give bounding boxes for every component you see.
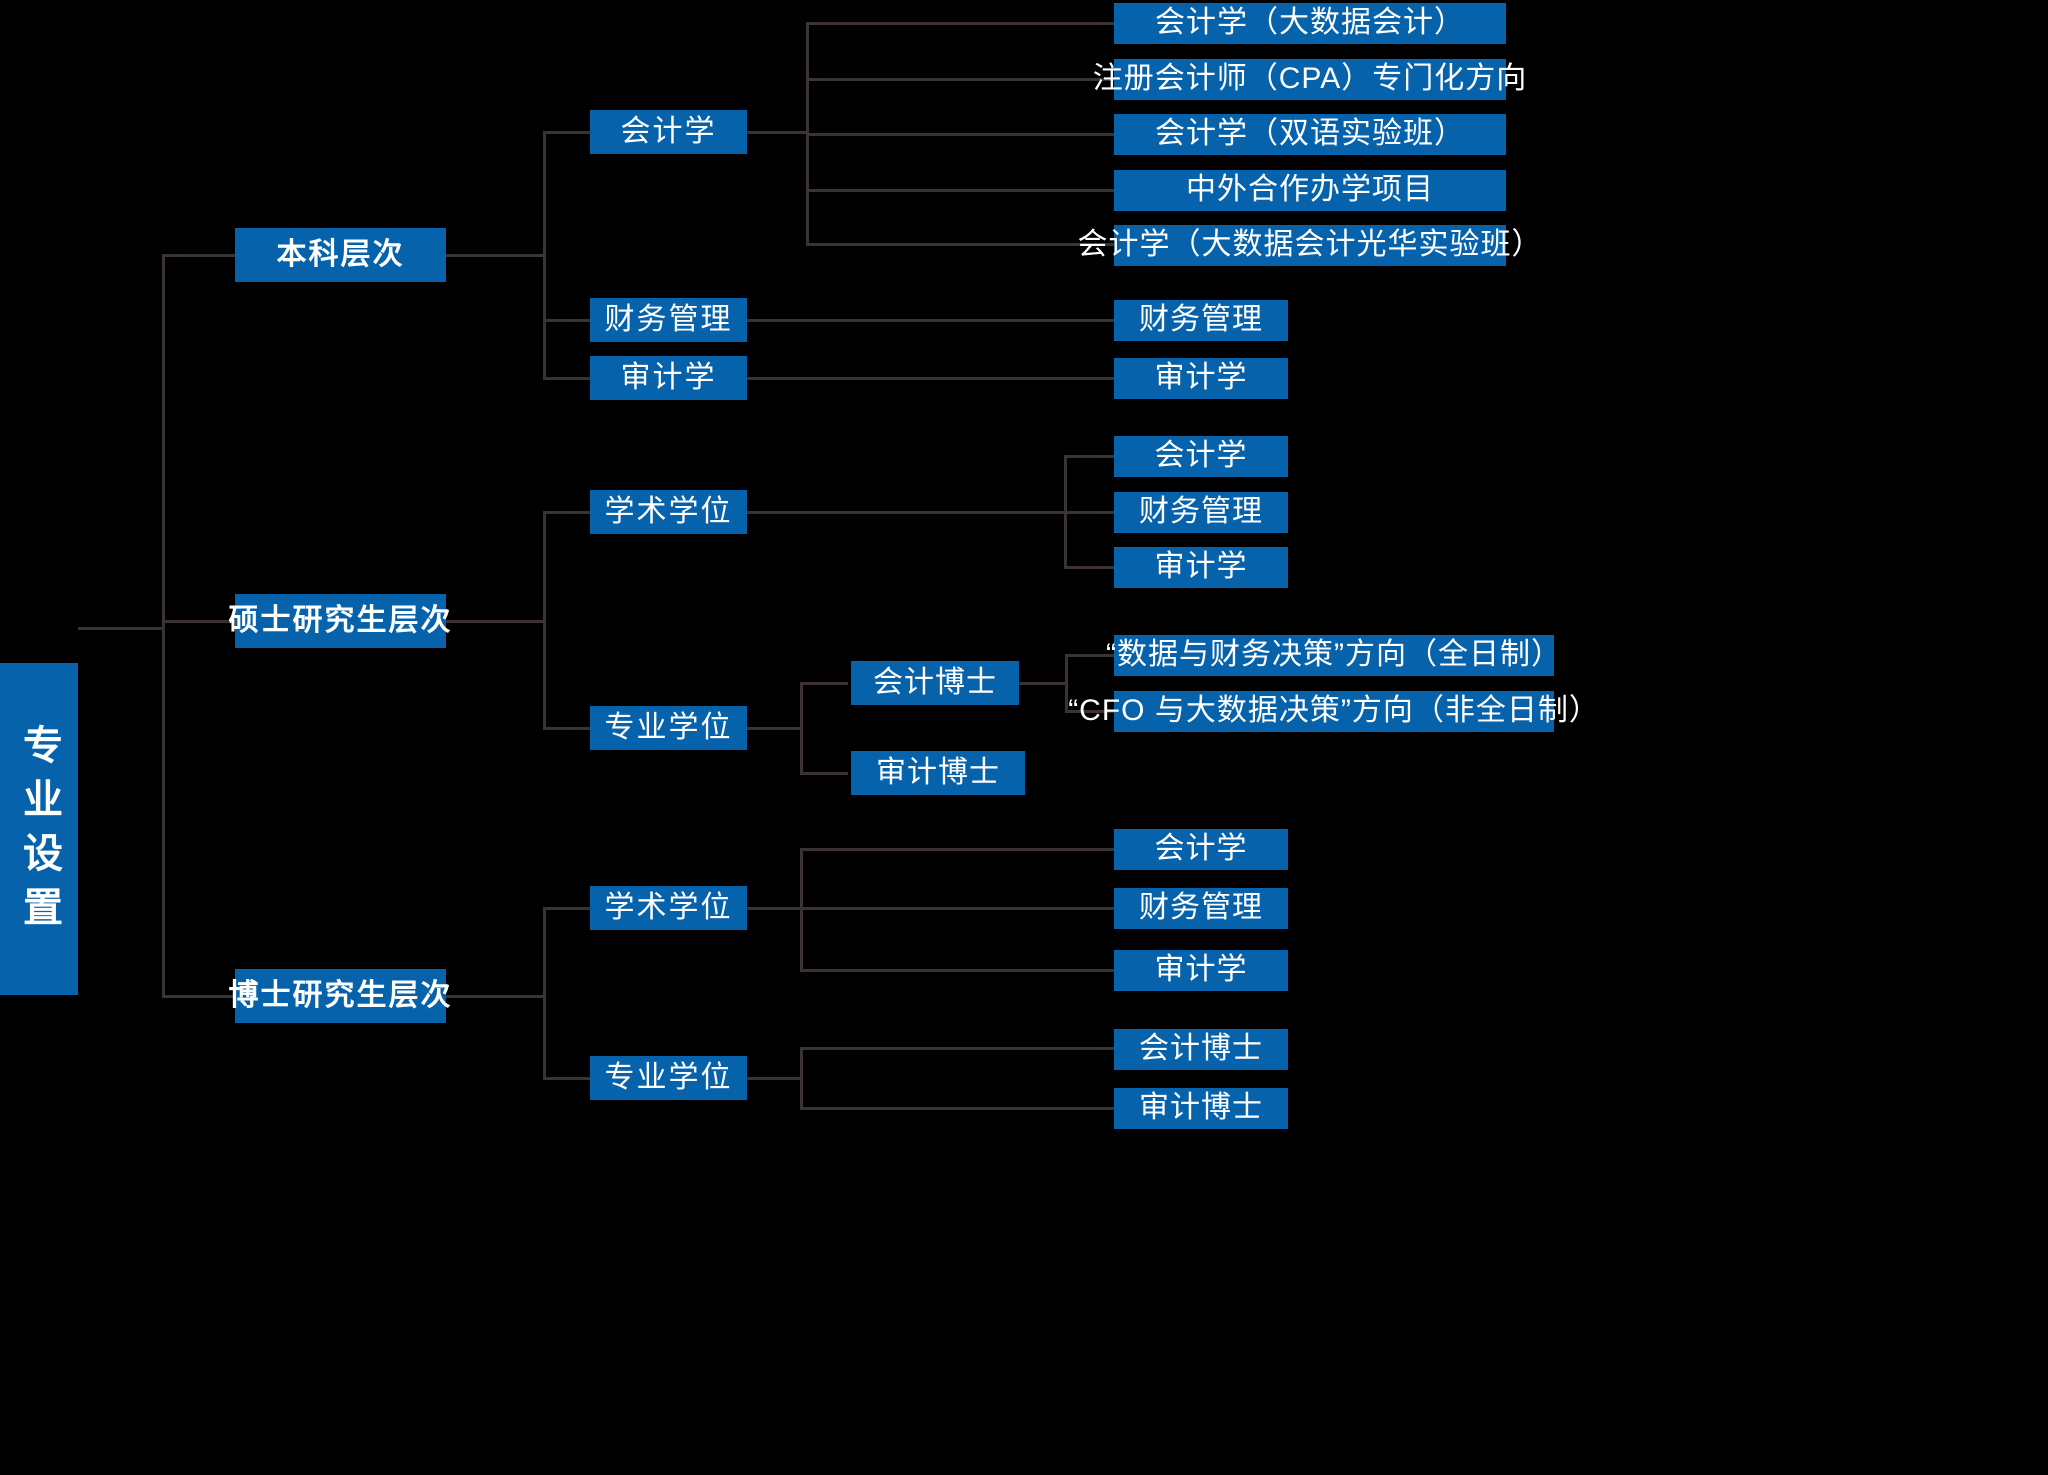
connector-ug-accounting-out	[746, 131, 808, 134]
node-phd-prof-macc[interactable]: 会计博士	[1114, 1029, 1288, 1070]
connector-ms-prof-macc-out	[1019, 682, 1067, 685]
connector-phd-professional-bus	[800, 1048, 803, 1108]
node-phd-acad-finmgmt[interactable]: 财务管理	[1114, 888, 1288, 929]
node-phd-professional[interactable]: 专业学位	[590, 1056, 747, 1100]
node-ug-audit-leaf[interactable]: 审计学	[1114, 358, 1288, 399]
node-phd-acad-audit[interactable]: 审计学	[1114, 950, 1288, 991]
connector-to-phd-acad-audit	[800, 969, 1116, 972]
node-ug-accounting[interactable]: 会计学	[590, 110, 747, 154]
connector-to-phd-acad-accounting	[800, 848, 1116, 851]
connector-to-ug-audit	[543, 377, 591, 380]
connector-to-ug-acc-bilingual	[806, 133, 1116, 136]
node-phd-acad-accounting[interactable]: 会计学	[1114, 829, 1288, 870]
connector-to-phd-professional	[543, 1077, 591, 1080]
connector-to-phd-acad-finmgmt	[800, 907, 1116, 910]
connector-to-ms-prof-maud	[800, 772, 848, 775]
node-doctorate[interactable]: 博士研究生层次	[229, 969, 451, 1023]
connector-spine-to-undergraduate	[162, 254, 236, 257]
connector-ms-professional-bus	[800, 683, 803, 773]
connector-phd-academic-out	[746, 907, 802, 910]
connector-doctorate-out	[445, 995, 544, 998]
node-ms-prof-macc[interactable]: 会计博士	[851, 661, 1019, 705]
connector-ms-prof-macc-bus	[1065, 655, 1068, 711]
connector-to-ms-acad-accounting	[1064, 455, 1116, 458]
connector-to-ug-acc-guanghua	[806, 243, 1116, 246]
node-ug-acc-bilingual[interactable]: 会计学（双语实验班）	[1114, 114, 1506, 155]
connector-phd-academic-bus	[800, 849, 803, 971]
node-ug-finmgmt-leaf[interactable]: 财务管理	[1114, 300, 1288, 341]
connector-to-phd-academic	[543, 907, 591, 910]
connector-undergraduate-out	[445, 254, 544, 257]
connector-spine-to-doctorate	[162, 995, 236, 998]
node-root[interactable]: 专业设置	[0, 663, 78, 995]
connector-phd-professional-out	[746, 1077, 802, 1080]
node-ug-acc-joint[interactable]: 中外合作办学项目	[1114, 170, 1506, 211]
connector-to-macc-dir1	[1065, 654, 1117, 657]
connector-to-ug-acc-joint	[806, 189, 1116, 192]
node-undergraduate[interactable]: 本科层次	[235, 228, 446, 282]
connector-to-ms-academic	[543, 511, 591, 514]
connector-ms-academic-out	[746, 511, 1066, 514]
connector-to-phd-prof-maud	[800, 1107, 1116, 1110]
node-ms-prof-maud[interactable]: 审计博士	[851, 751, 1025, 795]
node-phd-academic[interactable]: 学术学位	[590, 886, 747, 930]
node-masters[interactable]: 硕士研究生层次	[229, 594, 451, 648]
node-phd-prof-maud[interactable]: 审计博士	[1114, 1088, 1288, 1129]
connector-ug-finmgmt-out	[746, 319, 1116, 322]
connector-masters-out	[445, 620, 544, 623]
connector-doctorate-bus	[543, 908, 546, 1078]
node-ug-acc-cpa[interactable]: 注册会计师（CPA）专门化方向	[1093, 59, 1526, 100]
connector-ug-audit-out	[746, 377, 1116, 380]
node-ug-audit[interactable]: 审计学	[590, 356, 747, 400]
connector-to-ms-acad-finmgmt	[1064, 511, 1116, 514]
node-ms-acad-audit[interactable]: 审计学	[1114, 547, 1288, 588]
node-macc-direction-fulltime[interactable]: “数据与财务决策”方向（全日制）	[1106, 635, 1561, 676]
connector-to-ms-professional	[543, 727, 591, 730]
connector-to-ug-accounting	[543, 131, 591, 134]
node-ug-acc-guanghua[interactable]: 会计学（大数据会计光华实验班）	[1078, 225, 1542, 266]
connector-to-macc-dir2	[1065, 710, 1117, 713]
node-ms-acad-finmgmt[interactable]: 财务管理	[1114, 492, 1288, 533]
connector-masters-bus	[543, 512, 546, 728]
node-ms-acad-accounting[interactable]: 会计学	[1114, 436, 1288, 477]
connector-undergraduate-bus	[543, 132, 546, 378]
connector-spine-to-masters	[162, 620, 236, 623]
node-ug-acc-bigdata[interactable]: 会计学（大数据会计）	[1114, 3, 1506, 44]
connector-to-ms-prof-macc	[800, 682, 848, 685]
node-ms-professional[interactable]: 专业学位	[590, 706, 747, 750]
node-ug-finmgmt[interactable]: 财务管理	[590, 298, 747, 342]
connector-to-ug-finmgmt	[543, 319, 591, 322]
connector-to-ms-acad-audit	[1064, 566, 1116, 569]
connector-to-phd-prof-macc	[800, 1047, 1116, 1050]
connector-to-ug-acc-cpa	[806, 78, 1116, 81]
connector-ms-professional-out	[746, 727, 802, 730]
connector-main-spine	[162, 255, 165, 997]
connector-to-ug-acc-bigdata	[806, 22, 1116, 25]
connector-root-to-spine	[78, 627, 164, 630]
node-ms-academic[interactable]: 学术学位	[590, 490, 747, 534]
node-macc-direction-parttime[interactable]: “CFO 与大数据决策”方向（非全日制）	[1068, 691, 1599, 732]
